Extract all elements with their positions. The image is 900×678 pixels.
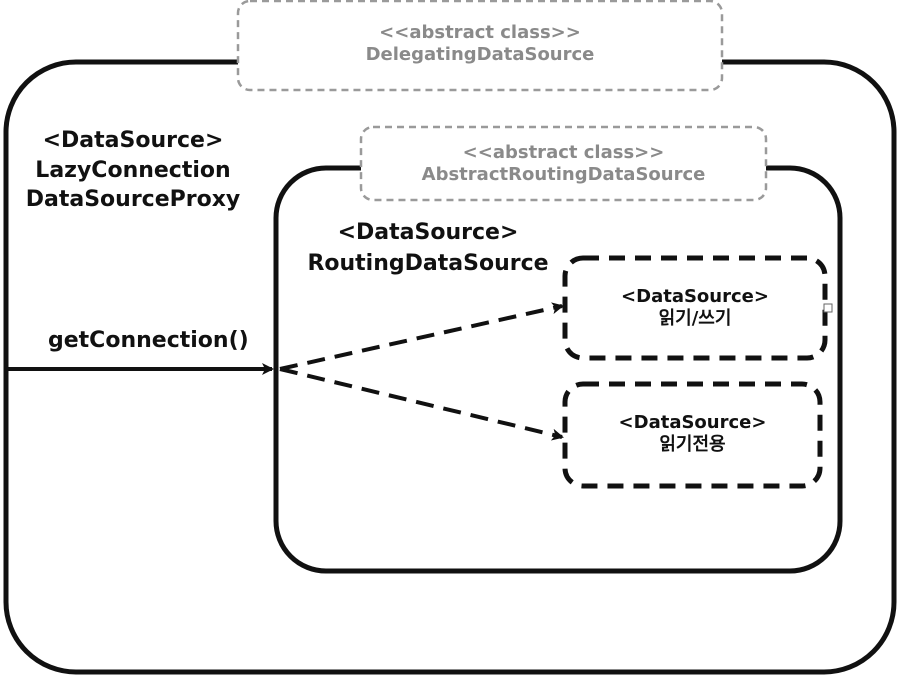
routing-datasource-name: RoutingDataSource [307, 250, 549, 276]
route-to-readonly-arrow [279, 367, 564, 441]
routing-abstract-stereotype: <<abstract class>> [462, 142, 665, 163]
delegating-stereotype: <<abstract class>> [379, 22, 581, 43]
readonly-stereotype: <DataSource> [618, 412, 767, 433]
readonly-datasource-label: <DataSource> 읽기전용 [565, 412, 820, 455]
readwrite-datasource-box [562, 255, 828, 361]
readwrite-stereotype: <DataSource> [621, 286, 769, 307]
lazy-proxy-stereotype: <DataSource> [42, 128, 224, 153]
lazy-proxy-label: <DataSource> LazyConnection DataSourcePr… [18, 126, 248, 215]
route-to-readwrite-arrow [279, 302, 564, 371]
lazy-proxy-name-line2: DataSourceProxy [25, 187, 241, 213]
lazy-proxy-name-line1: LazyConnection [35, 157, 231, 183]
delegating-name: DelegatingDataSource [365, 43, 595, 65]
resize-handle [823, 303, 833, 313]
routing-abstract-name: AbstractRoutingDataSource [421, 163, 706, 185]
getconnection-label: getConnection() [48, 328, 249, 353]
readwrite-datasource-label: <DataSource> 읽기/쓰기 [565, 286, 825, 329]
readwrite-name: 읽기/쓰기 [658, 307, 732, 329]
delegating-abstract-box [236, 0, 724, 92]
delegating-abstract-label: <<abstract class>> DelegatingDataSource [238, 22, 722, 65]
readonly-name: 읽기전용 [659, 433, 726, 455]
routing-datasource-stereotype: <DataSource> [337, 220, 519, 245]
routing-datasource-label: <DataSource> RoutingDataSource [298, 218, 558, 280]
readonly-datasource-box [562, 381, 823, 489]
routing-abstract-box [359, 125, 768, 202]
routing-abstract-label: <<abstract class>> AbstractRoutingDataSo… [361, 142, 766, 185]
